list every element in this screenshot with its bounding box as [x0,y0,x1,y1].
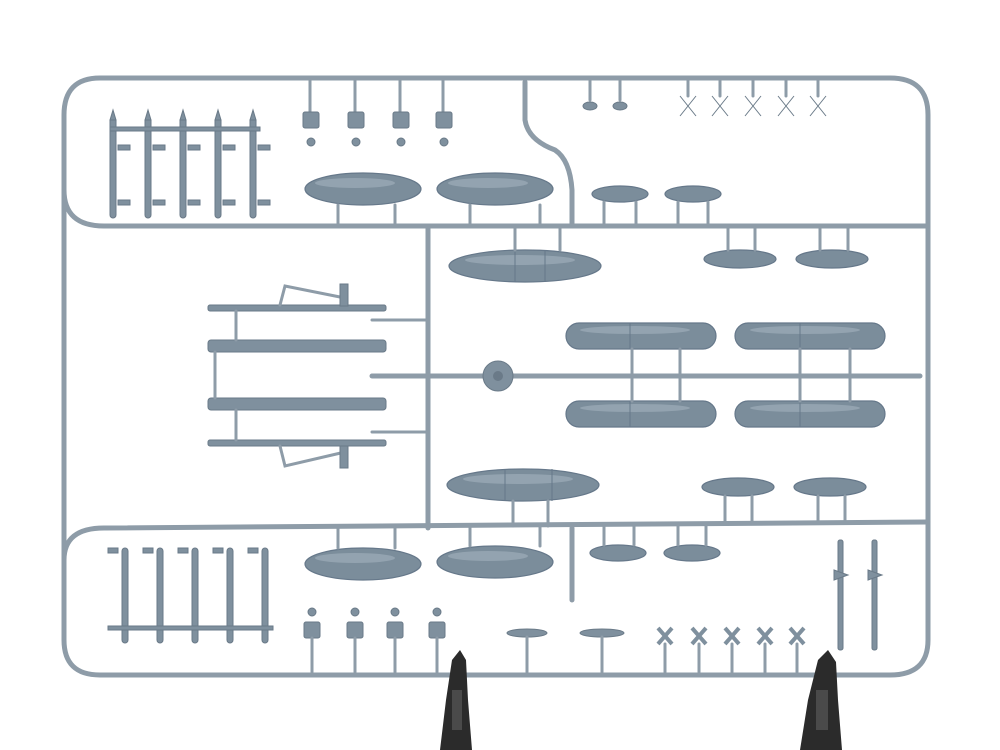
pod-tank-r1 [703,224,777,269]
pod-tank-r2 [795,224,869,269]
missile-rack-bottom [107,547,274,644]
small-tank-top-2 [664,185,722,228]
cylinder-tank-3 [565,374,717,428]
pylon-parts-top [302,78,453,147]
large-tank-upper [448,224,602,283]
pod-tank-r3 [701,477,775,524]
drop-tank-bottom-left [304,526,422,581]
cylinder-tank-1 [565,322,717,378]
pod-tank-r4 [793,477,867,524]
holder-clip-right [800,650,842,750]
missile [214,108,236,219]
drop-tank-top-mid [436,172,554,228]
large-tank-lower [446,468,600,528]
missile [109,108,131,219]
bomb-parts-top-right [582,78,827,117]
missile [249,108,271,219]
missile-rack-top [109,108,271,219]
small-tank-bottom-1 [589,524,647,562]
pylon-parts-bottom [303,607,625,674]
small-tank-bottom-2 [663,524,721,562]
missile [144,108,166,219]
drop-tank-top-left [304,172,422,228]
small-tank-top-1 [591,185,649,228]
rail-parts-left [207,283,430,469]
sprue-hub [482,360,514,392]
drop-tank-bottom-mid [436,524,554,579]
bomb-parts-bottom-right [656,626,806,674]
fin-parts-right [833,539,884,651]
sprue-frame [61,75,931,678]
holder-clip-left [440,650,472,750]
cylinder-tank-2 [734,322,886,378]
cylinder-tank-4 [734,374,886,428]
missile [179,108,201,219]
